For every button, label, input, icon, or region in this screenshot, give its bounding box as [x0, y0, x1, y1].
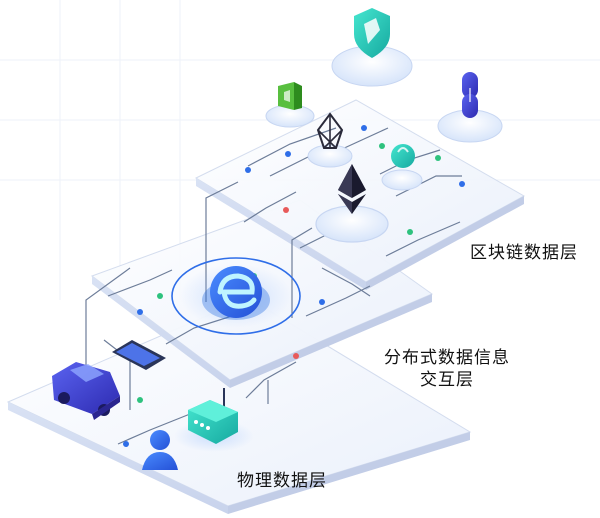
interaction-layer-label-line1: 分布式数据信息 [384, 348, 510, 368]
blockchain-layer-label: 区块链数据层 [470, 243, 578, 263]
shield-token-icon [331, 8, 413, 87]
car-icon [52, 362, 120, 420]
waves-drop-icon [381, 144, 423, 191]
ethereum-icon [315, 164, 389, 243]
user-icon [142, 430, 178, 470]
ontology-icon [437, 72, 503, 143]
neo-icon [265, 82, 315, 128]
physical-layer-plate [6, 297, 472, 514]
physical-layer-label: 物理数据层 [237, 471, 327, 491]
interaction-layer-label-line2: 交互层 [420, 370, 474, 390]
hub-logo-icon [171, 257, 301, 335]
eos-icon [307, 112, 353, 168]
router-icon [174, 388, 254, 452]
tablet-icon [112, 340, 166, 370]
interaction-layer-label: 分布式数据信息 交互层 [384, 347, 510, 391]
